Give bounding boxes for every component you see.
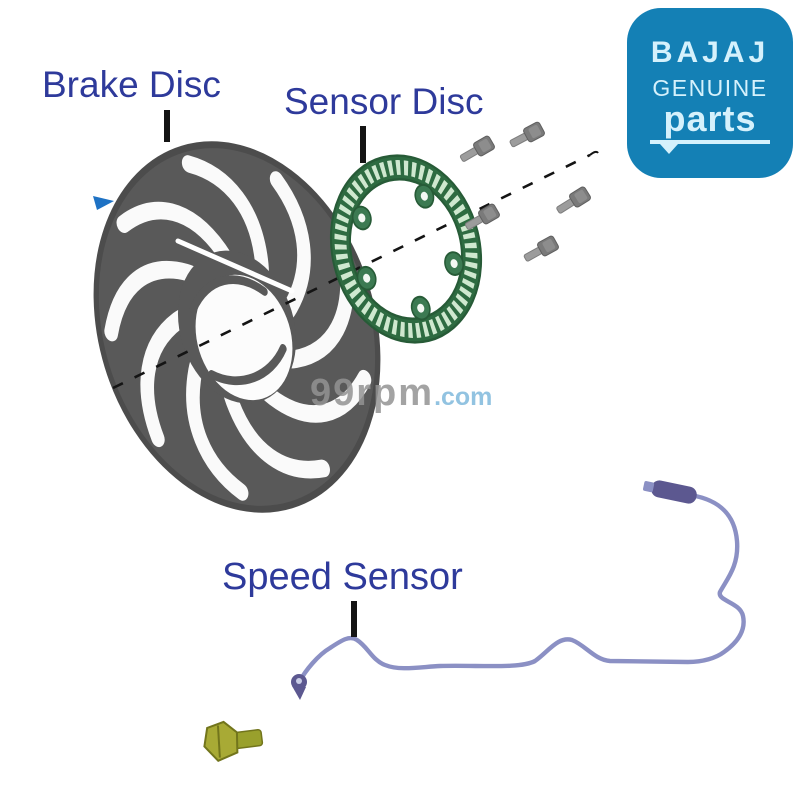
cursor-arrow-icon bbox=[93, 196, 114, 210]
mounting-bolt bbox=[507, 120, 546, 152]
logo-underline-bar bbox=[650, 140, 770, 144]
mounting-bolt bbox=[521, 234, 561, 266]
mounting-bolt bbox=[457, 134, 497, 166]
hub-bolt bbox=[203, 720, 264, 763]
sensor-disc-label: Sensor Disc bbox=[284, 81, 484, 122]
brake-disc-illustration bbox=[53, 141, 381, 513]
speed-sensor-label: Speed Sensor bbox=[222, 556, 463, 598]
watermark-tld: .com bbox=[434, 383, 493, 411]
sensor-connector bbox=[643, 480, 697, 504]
logo-brand-text: BAJAJ bbox=[650, 36, 770, 69]
sensor-tab bbox=[410, 295, 431, 321]
disc-hub bbox=[177, 250, 297, 404]
sensor-tab bbox=[351, 205, 372, 231]
sensor-head bbox=[291, 674, 307, 700]
logo-parts-text: parts bbox=[663, 98, 757, 139]
logo-underline bbox=[650, 140, 770, 154]
speed-sensor-cable bbox=[291, 480, 746, 700]
mounting-bolt bbox=[553, 185, 593, 218]
logo-flag-icon bbox=[660, 144, 678, 154]
logo-genuine-text: GENUINE bbox=[652, 75, 768, 101]
brake-disc-label: Brake Disc bbox=[42, 64, 221, 105]
watermark: 99rpm .com bbox=[310, 372, 492, 415]
watermark-name: 99rpm bbox=[310, 372, 435, 414]
sensor-tab bbox=[444, 251, 465, 276]
sensor-disc-illustration bbox=[329, 154, 483, 344]
bajaj-genuine-parts-logo: BAJAJ GENUINE parts bbox=[627, 8, 793, 178]
disc-highlight-line bbox=[175, 238, 295, 294]
sensor-tab bbox=[414, 183, 435, 209]
sensor-tab bbox=[356, 265, 377, 291]
